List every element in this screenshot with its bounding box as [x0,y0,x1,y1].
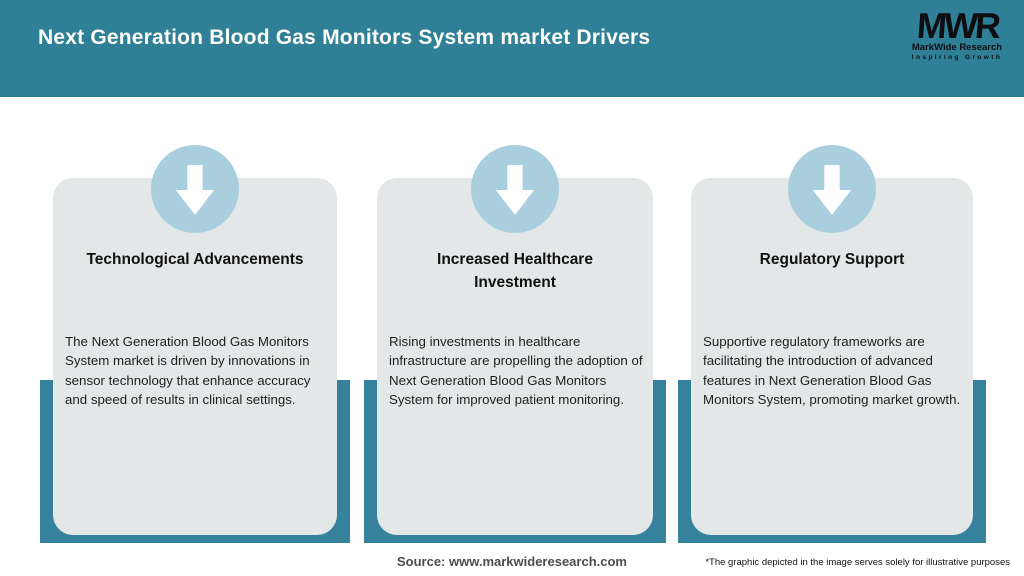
card-title: Technological Advancements [86,251,304,268]
down-arrow-icon [788,145,876,233]
card-body-text: Rising investments in healthcare infrast… [389,334,643,408]
driver-panel-increased-healthcare-investment: Increased Healthcare Investment Rising i… [364,145,666,543]
driver-panel-regulatory-support: Regulatory Support Supportive regulatory… [678,145,986,543]
disclaimer-text: *The graphic depicted in the image serve… [705,557,1010,568]
card-body-text: Supportive regulatory frameworks are fac… [703,334,961,408]
source-text: Source: www.markwideresearch.com [396,554,627,569]
card-title: Regulatory Support [759,251,905,268]
down-arrow-icon [151,145,239,233]
down-arrow-icon [471,145,559,233]
page-title: Next Generation Blood Gas Monitors Syste… [38,26,651,49]
driver-card: Regulatory Support Supportive regulatory… [691,178,973,535]
logo-tagline: Inspiring Growth [911,54,1003,61]
card-body-text: The Next Generation Blood Gas Monitors S… [65,334,311,408]
driver-panel-technological-advancements: Technological Advancements The Next Gene… [40,145,350,543]
logo-name: MarkWide Research [911,42,1003,53]
header-bar: Next Generation Blood Gas Monitors Syste… [0,0,1024,97]
driver-card: Technological Advancements The Next Gene… [53,178,337,535]
card-title: Increased Healthcare Investment [437,251,593,292]
logo-acronym: MWR [915,5,999,46]
markwide-research-logo: MWR MarkWide Research Inspiring Growth [902,5,1012,61]
driver-card: Increased Healthcare Investment Rising i… [377,178,653,535]
